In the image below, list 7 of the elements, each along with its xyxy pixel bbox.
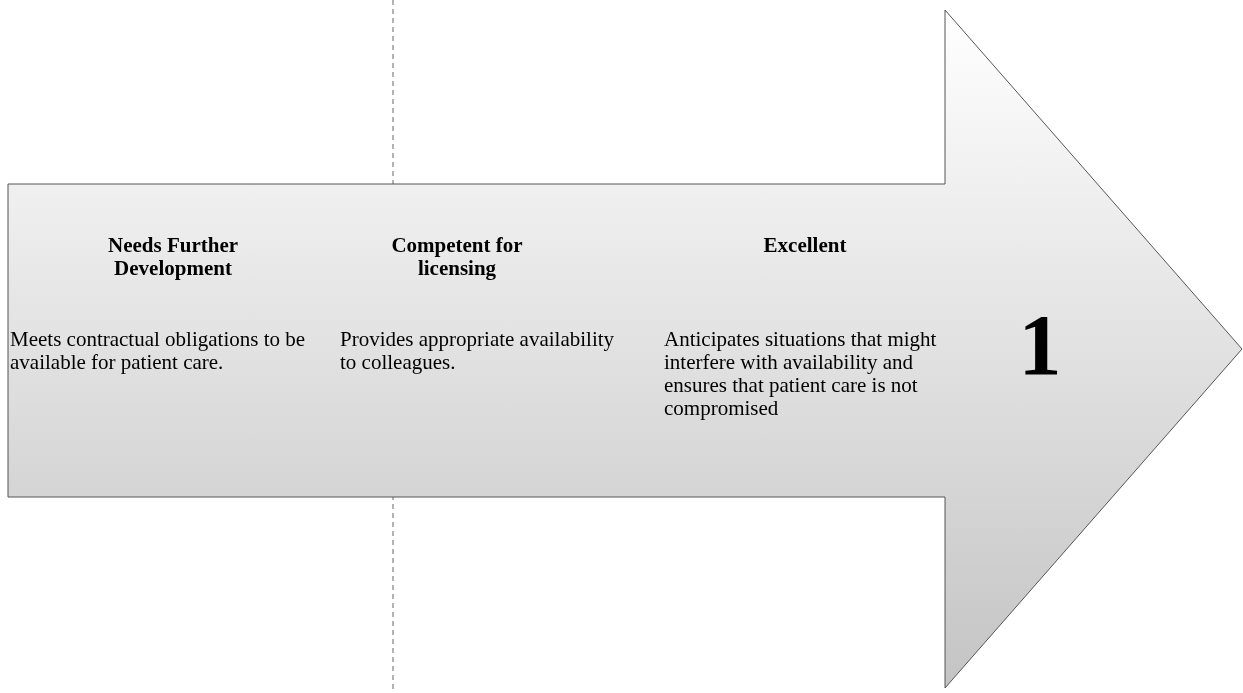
description-text: Meets contractual obligations to be available for patient care. xyxy=(10,328,307,374)
column-heading: Competent for licensing xyxy=(390,234,524,280)
description-text: Provides appropriate availability to colleagues. xyxy=(340,328,616,374)
column-heading: Excellent xyxy=(762,234,848,257)
column-heading: Needs Further Development xyxy=(106,234,240,280)
description-text: Anticipates situations that might interfere with availability and ensures that patient care is not compromised xyxy=(664,328,938,420)
step-number: 1 xyxy=(1017,300,1063,390)
